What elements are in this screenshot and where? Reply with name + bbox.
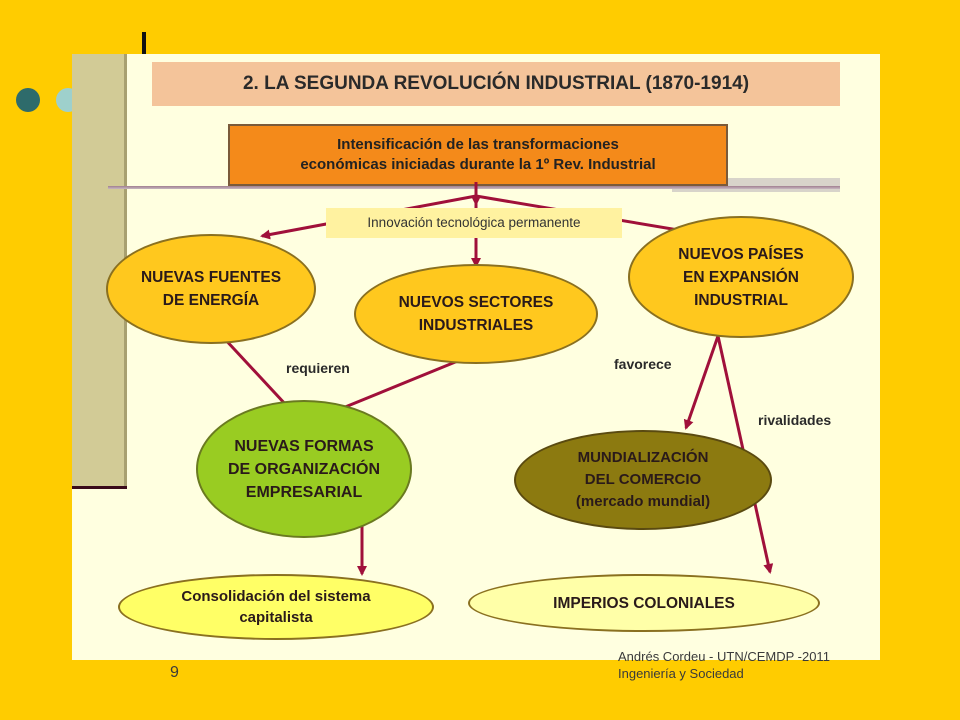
- credit-line-2: Ingeniería y Sociedad: [618, 666, 744, 681]
- credit-line-1: Andrés Cordeu - UTN/CEMDP -2011: [618, 649, 830, 664]
- node-nuevos-paises: NUEVOS PAÍSES EN EXPANSIÓN INDUSTRIAL: [628, 216, 854, 338]
- footer-credit: Andrés Cordeu - UTN/CEMDP -2011 Ingenier…: [618, 648, 830, 682]
- slide-marker: [142, 32, 146, 54]
- node-label: NUEVOS SECTORES: [398, 294, 554, 311]
- node-label: EMPRESARIAL: [245, 483, 363, 501]
- node-label: EN EXPANSIÓN: [683, 268, 799, 286]
- node-label: (mercado mundial): [575, 493, 711, 510]
- node-imperios: IMPERIOS COLONIALES: [468, 574, 820, 632]
- intensification-box: Intensificación de las transformaciones …: [228, 124, 728, 186]
- edge-label-favorece: favorece: [614, 356, 672, 372]
- node-label: DE ORGANIZACIÓN: [228, 460, 380, 478]
- side-strip-base: [72, 486, 127, 489]
- arrow-paises-mundial: [683, 335, 720, 430]
- node-nuevos-sectores: NUEVOS SECTORES INDUSTRIALES: [354, 264, 598, 364]
- node-nuevas-fuentes: NUEVAS FUENTES DE ENERGÍA: [106, 234, 316, 344]
- node-label: IMPERIOS COLONIALES: [553, 594, 735, 612]
- intensification-line-1: Intensificación de las transformaciones: [337, 136, 619, 153]
- edge-label-requieren: requieren: [286, 360, 350, 376]
- diagram-panel: 2. LA SEGUNDA REVOLUCIÓN INDUSTRIAL (187…: [72, 54, 880, 660]
- node-label: NUEVOS PAÍSES: [678, 245, 804, 263]
- node-label: DEL COMERCIO: [584, 471, 702, 488]
- intensification-line-2: económicas iniciadas durante la 1º Rev. …: [300, 156, 656, 173]
- node-label: NUEVAS FORMAS: [234, 437, 374, 455]
- node-label: INDUSTRIALES: [418, 317, 534, 334]
- node-label: MUNDIALIZACIÓN: [577, 449, 709, 466]
- innovation-label: Innovación tecnológica permanente: [326, 208, 622, 238]
- node-label: DE ENERGÍA: [162, 292, 260, 309]
- slide-number: 9: [170, 664, 179, 681]
- bullet-dot-dark: [16, 88, 40, 112]
- node-consolidacion: Consolidación del sistema capitalista: [118, 574, 434, 640]
- arrow-sectores-formas: [326, 354, 471, 416]
- divider-line: [108, 186, 840, 189]
- edge-label-rivalidades: rivalidades: [758, 412, 832, 428]
- node-label: NUEVAS FUENTES: [140, 269, 282, 286]
- node-label: capitalista: [239, 609, 313, 626]
- node-label: Consolidación del sistema: [181, 588, 371, 605]
- diagram-title: 2. LA SEGUNDA REVOLUCIÓN INDUSTRIAL (187…: [152, 62, 840, 106]
- node-label: INDUSTRIAL: [694, 291, 788, 309]
- node-nuevas-formas: NUEVAS FORMAS DE ORGANIZACIÓN EMPRESARIA…: [196, 400, 412, 538]
- node-mundializacion: MUNDIALIZACIÓN DEL COMERCIO (mercado mun…: [514, 430, 772, 530]
